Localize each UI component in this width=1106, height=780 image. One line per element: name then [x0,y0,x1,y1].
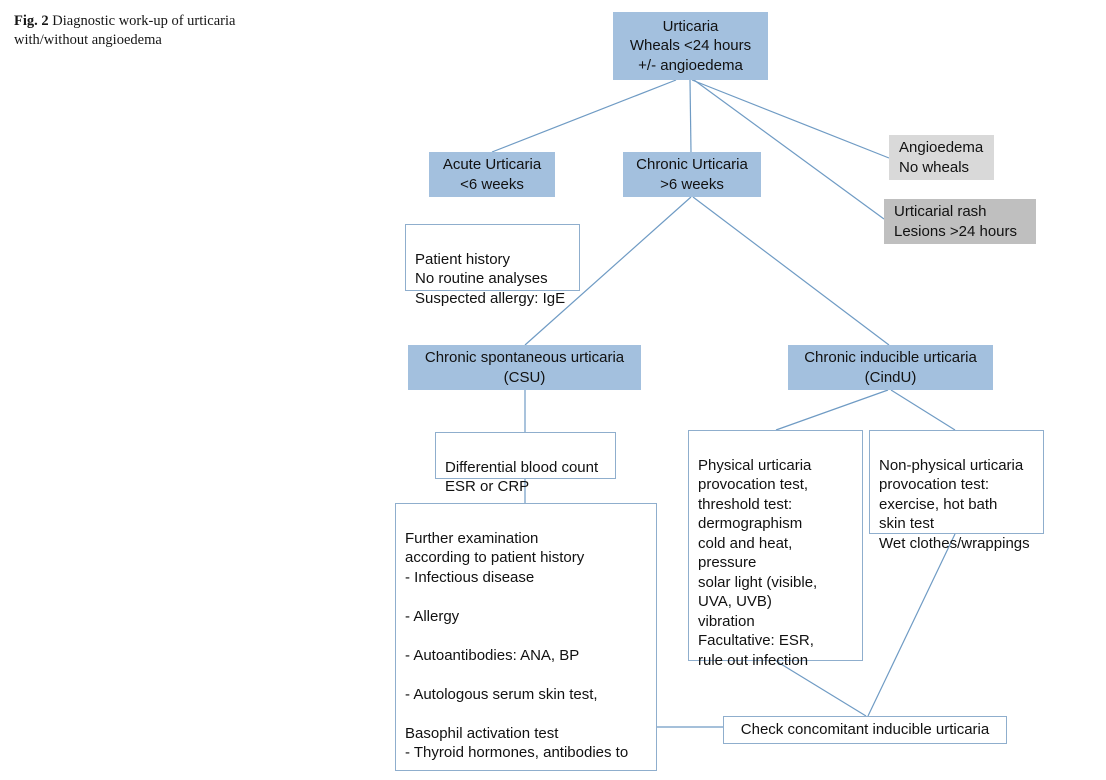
node-patient-history-label: Patient history No routine analyses Susp… [415,250,566,307]
node-angioedema[interactable]: Angioedema No wheals [889,135,994,180]
node-urticarial-rash[interactable]: Urticarial rash Lesions >24 hours [884,199,1036,244]
edge-cindu-nonphysical [890,389,956,431]
node-physical-urticaria-label: Physical urticaria provocation test, thr… [698,456,818,669]
node-check-concomitant-label: Check concomitant inducible urticaria [740,721,990,739]
node-acute-urticaria[interactable]: Acute Urticaria <6 weeks [429,152,555,197]
figure-caption: Fig. 2 Diagnostic work-up of urticaria w… [14,12,254,50]
node-check-concomitant[interactable]: Check concomitant inducible urticaria [723,716,1007,744]
node-further-examination-heading: Further examination according to patient… [405,529,585,567]
node-non-physical-urticaria-label: Non-physical urticaria provocation test:… [879,456,1030,552]
edge-chronic-cindu [692,196,890,346]
node-urticaria-label: Urticaria Wheals <24 hours +/- angioedem… [629,17,752,74]
further-item: - Infectious disease [405,568,535,586]
further-item: - Thyroid hormones, antibodies to [405,744,629,761]
figure-label: Fig. 2 [14,13,49,29]
node-non-physical-urticaria[interactable]: Non-physical urticaria provocation test:… [869,430,1044,552]
node-chronic-urticaria-label: Chronic Urticaria >6 weeks [636,156,748,193]
node-cindu[interactable]: Chronic inducible urticaria (CindU) [788,345,993,390]
node-differential-blood-count-label: Differential blood count ESR or CRP [445,458,599,496]
edge-urticaria-acute [491,79,677,153]
node-urticaria[interactable]: Urticaria Wheals <24 hours +/- angioedem… [613,12,768,80]
node-further-examination[interactable]: Further examination according to patient… [395,503,657,771]
figure-caption-text: Diagnostic work-up of urticaria with/wit… [14,13,236,48]
further-item: - Autoantibodies: ANA, BP [405,646,580,664]
further-item: - Autologous serum skin test, [405,685,598,703]
further-item: Basophil activation test [405,724,559,742]
edge-urticaria-angioedema [691,79,890,159]
node-cindu-label: Chronic inducible urticaria (CindU) [804,349,977,386]
further-item: - Allergy [405,607,460,625]
edge-urticaria-urticarial-rash [693,79,885,220]
node-angioedema-label: Angioedema No wheals [899,139,984,176]
node-csu-label: Chronic spontaneous urticaria (CSU) [424,349,625,386]
node-differential-blood-count[interactable]: Differential blood count ESR or CRP [435,432,616,495]
edge-cindu-physical [775,389,889,431]
node-patient-history[interactable]: Patient history No routine analyses Susp… [405,224,580,307]
edge-urticaria-chronic [689,79,692,153]
node-physical-urticaria[interactable]: Physical urticaria provocation test, thr… [688,430,863,669]
node-urticarial-rash-label: Urticarial rash Lesions >24 hours [894,203,1018,240]
node-acute-urticaria-label: Acute Urticaria <6 weeks [442,156,542,193]
node-csu[interactable]: Chronic spontaneous urticaria (CSU) [408,345,641,390]
edge-nonphysical-check [867,533,956,717]
node-chronic-urticaria[interactable]: Chronic Urticaria >6 weeks [623,152,761,197]
